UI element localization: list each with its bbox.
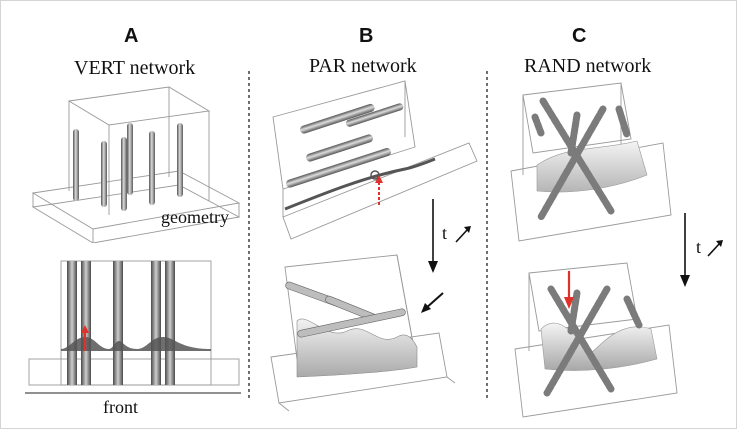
random-rods-deformed [543,285,643,397]
force-arrow-icon [81,325,89,333]
panel-a-letter: A [124,25,139,47]
deformed-membrane [296,318,418,378]
panel-c-time-increase-icon [707,240,723,257]
random-rods [531,97,631,221]
panel-b-deformed-view [270,254,456,412]
front-rods [67,261,175,385]
panel-b-title: PAR network [309,55,417,77]
panel-b-time-arrow [428,199,438,273]
panel-c-initial-view [510,82,672,242]
force-arrow-icon [564,297,574,309]
tilted-rods [285,281,406,338]
panel-b-time-label: t [442,223,448,243]
panel-b-initial-view [272,80,478,240]
panel-a-geometry-view [31,86,241,243]
pointer-arrow-icon [421,303,431,313]
label-geometry: geometry [161,207,229,227]
panel-b-letter: B [359,25,374,47]
panel-c-time-label: t [696,237,702,257]
panel-c-letter: C [572,25,587,47]
panel-b-time-increase-icon [455,226,471,243]
panel-a-title: VERT network [74,57,196,79]
panel-c-time-arrow [680,213,690,287]
force-arrow-icon [375,175,383,183]
panel-a-front-view [25,260,241,394]
panel-c-title: RAND network [524,55,652,77]
panel-c-deformed-view [514,262,678,418]
membrane-profile [61,337,211,351]
separator-bc [486,71,488,401]
parallel-rods [286,103,404,188]
vertical-rods [73,123,183,211]
label-front: front [103,397,138,417]
separator-ab [248,71,250,401]
